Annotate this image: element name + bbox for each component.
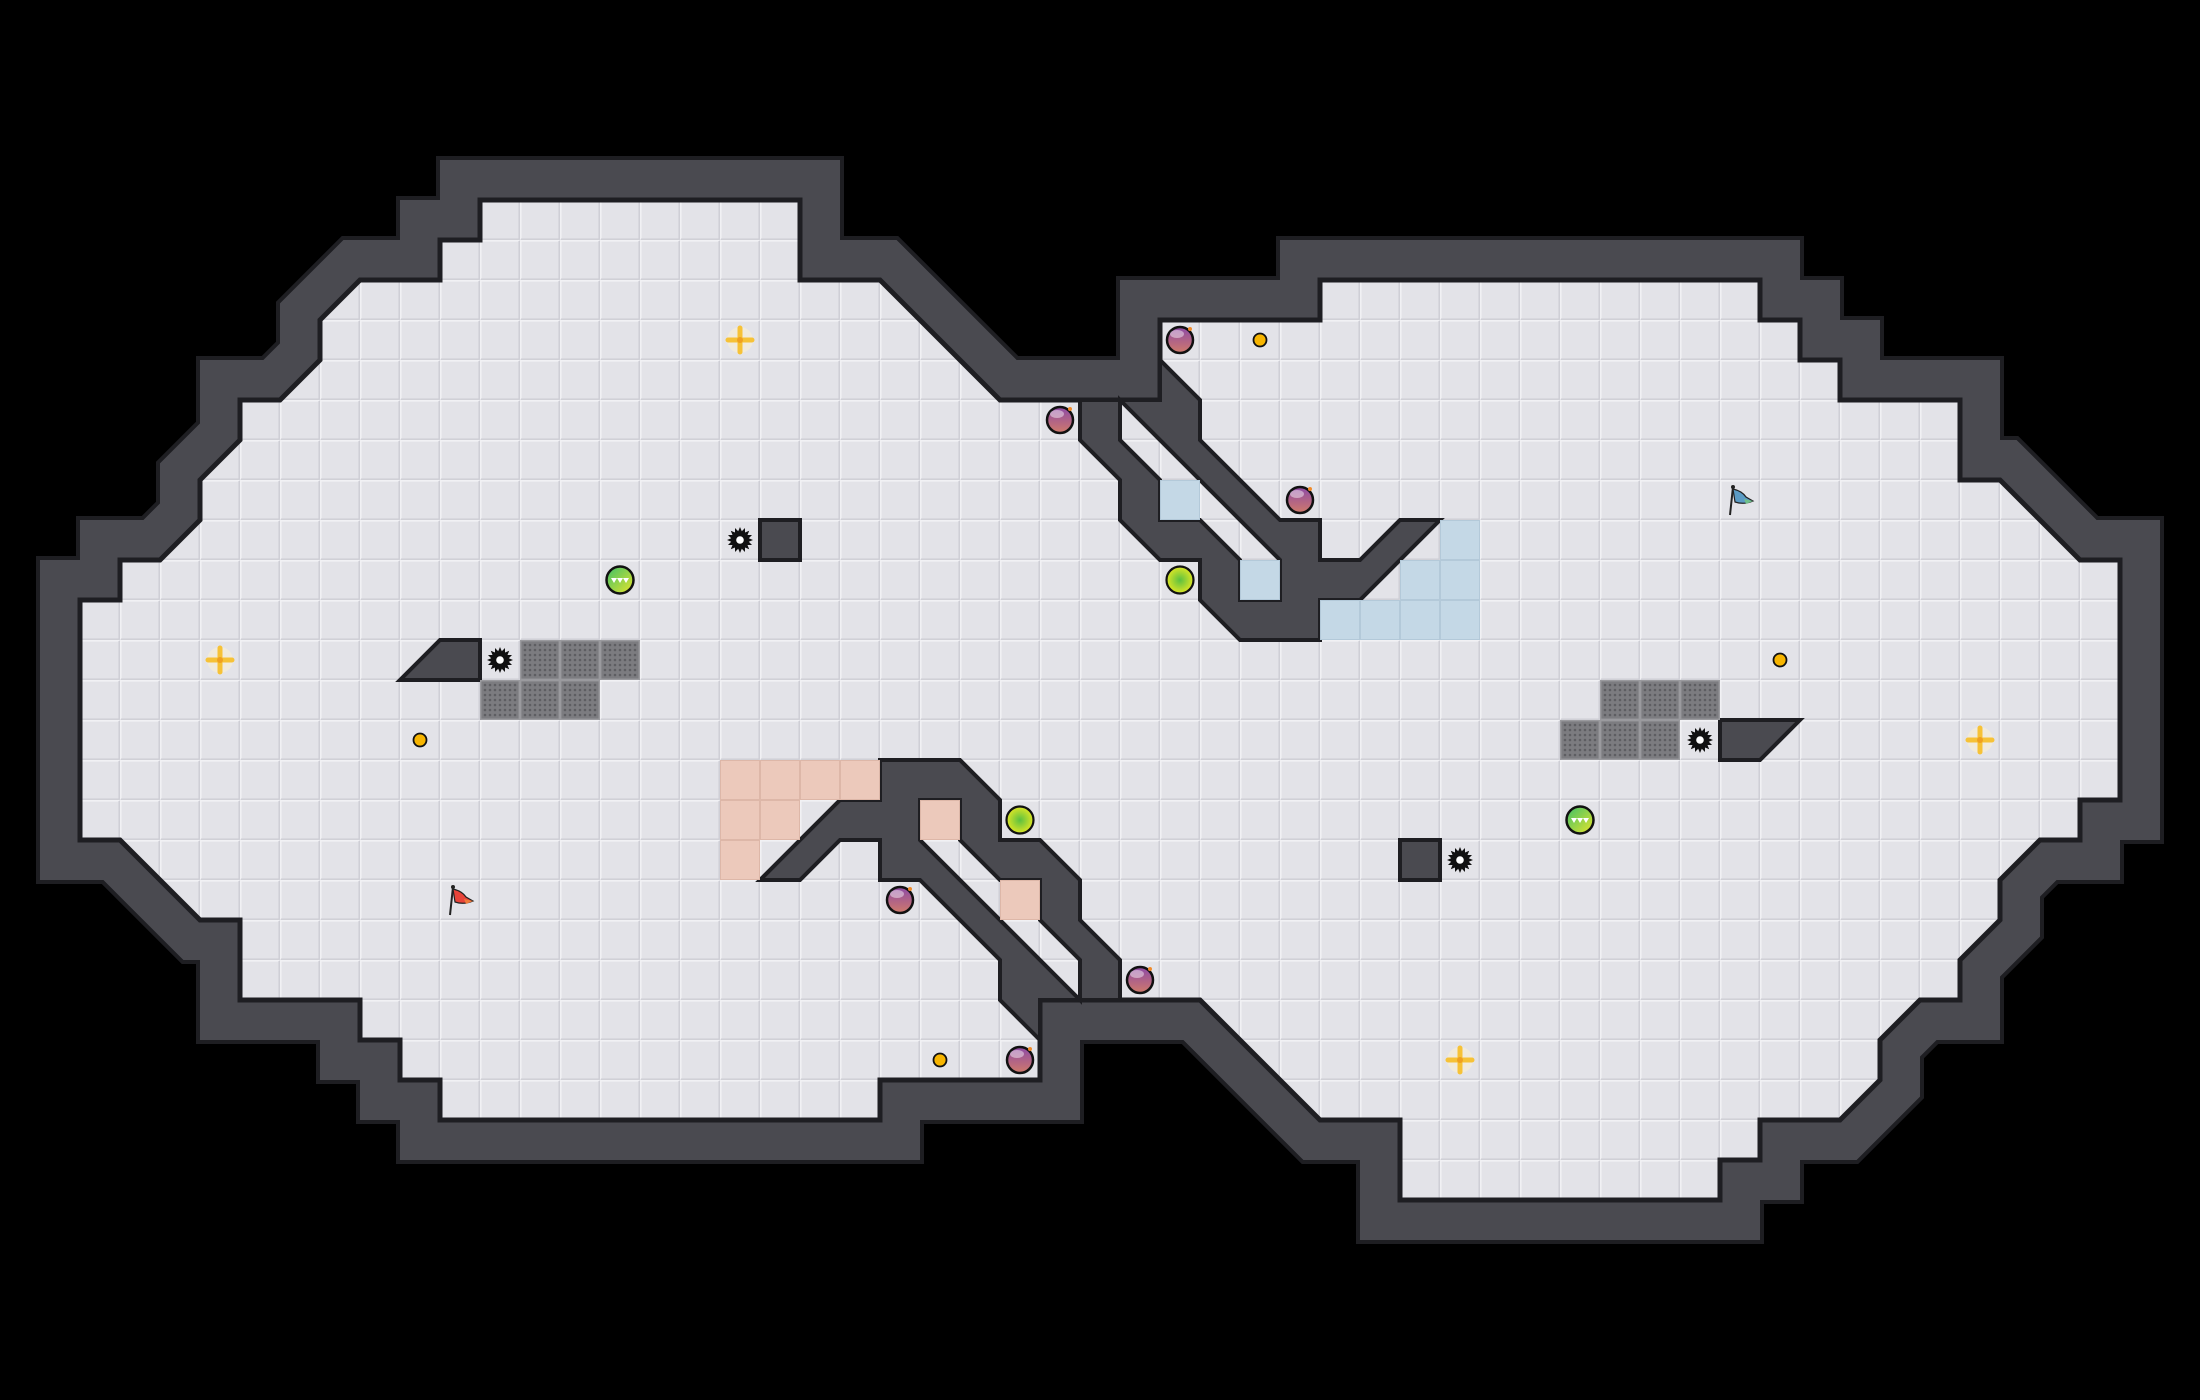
grate-tile — [1600, 720, 1640, 760]
grate-tile — [1640, 720, 1680, 760]
blue-team-tile — [1440, 560, 1480, 600]
pellet-icon — [412, 732, 428, 748]
special-tiles — [480, 480, 1720, 920]
red-team-tile — [760, 760, 800, 800]
grate-tile — [1680, 680, 1720, 720]
grate-tile — [1640, 680, 1680, 720]
spike-icon — [1447, 847, 1473, 873]
grate-tile — [1600, 680, 1640, 720]
grate-tile — [560, 680, 600, 720]
grate-tile — [520, 680, 560, 720]
wall-wedge — [395, 638, 482, 682]
blue-team-tile — [1320, 600, 1360, 640]
red-team-tile — [920, 800, 960, 840]
blue-team-tile — [1240, 560, 1280, 600]
grate-tile — [480, 680, 520, 720]
bomb-icon — [1125, 965, 1155, 995]
blue-team-tile — [1360, 600, 1400, 640]
neutral-ball-icon — [1165, 565, 1195, 595]
pellet-icon — [1772, 652, 1788, 668]
bomb-icon — [1285, 485, 1315, 515]
red-team-tile — [840, 760, 880, 800]
wall-block — [1398, 838, 1442, 882]
blue-team-tile — [1400, 600, 1440, 640]
boost-pinwheel-icon — [725, 325, 755, 355]
red-team-tile — [800, 760, 840, 800]
blue-team-tile — [1440, 520, 1480, 560]
spike-icon — [487, 647, 513, 673]
inner-walls — [395, 355, 1805, 1045]
wall-wedge — [1718, 718, 1805, 762]
bomb-icon — [885, 885, 915, 915]
powerup-icon — [605, 565, 635, 595]
boost-pinwheel-icon — [1965, 725, 1995, 755]
grate-tile — [560, 640, 600, 680]
neutral-ball-icon — [1005, 805, 1035, 835]
grate-tile — [520, 640, 560, 680]
blue-team-tile — [1160, 480, 1200, 520]
blue-team-tile — [1440, 600, 1480, 640]
pellet-icon — [932, 1052, 948, 1068]
spike-icon — [727, 527, 753, 553]
grate-tile — [600, 640, 640, 680]
boost-pinwheel-icon — [1445, 1045, 1475, 1075]
boost-pinwheel-icon — [205, 645, 235, 675]
bomb-icon — [1165, 325, 1195, 355]
grate-tile — [1560, 720, 1600, 760]
map-objects — [205, 325, 1995, 1075]
floor-area — [77, 197, 2123, 1203]
red-team-tile — [720, 760, 760, 800]
red-team-tile — [720, 840, 760, 880]
red-team-tile — [720, 800, 760, 840]
bomb-icon — [1045, 405, 1075, 435]
red-team-tile — [760, 800, 800, 840]
blue-flag-icon — [1729, 485, 1755, 516]
red-team-tile — [1000, 880, 1040, 920]
red-flag-icon — [449, 885, 475, 916]
bomb-icon — [1005, 1045, 1035, 1075]
floor — [77, 197, 2123, 1203]
wall-block — [758, 518, 802, 562]
powerup-icon — [1565, 805, 1595, 835]
spike-icon — [1687, 727, 1713, 753]
blue-team-tile — [1400, 560, 1440, 600]
pellet-icon — [1252, 332, 1268, 348]
